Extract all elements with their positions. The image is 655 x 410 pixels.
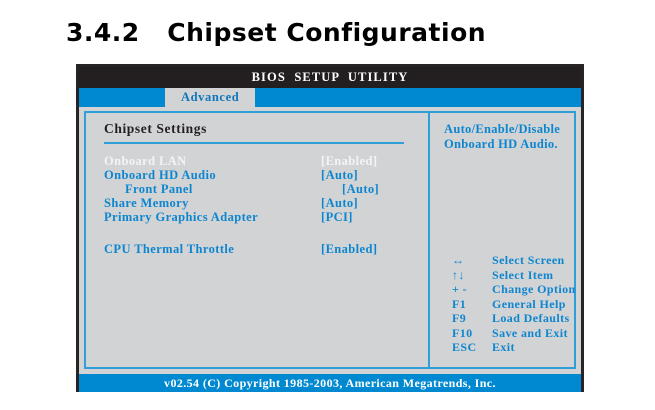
plus-minus-icon: + - (452, 282, 468, 296)
setting-value[interactable]: [PCI] (321, 210, 353, 224)
setting-value[interactable]: [Enabled] (321, 242, 378, 256)
settings-section-title: Chipset Settings (104, 121, 207, 136)
key-legend-label: Load Defaults (492, 311, 570, 325)
key-legend-row-exit: ESC Exit (452, 340, 576, 355)
setting-label: Primary Graphics Adapter (104, 210, 259, 224)
setting-value[interactable]: [Auto] (321, 168, 359, 182)
key-legend-row-general-help: F1 General Help (452, 297, 576, 312)
setting-row-primary-graphics-adapter[interactable]: Primary Graphics Adapter [PCI] (104, 210, 428, 224)
key-f9-label: F9 (452, 311, 467, 325)
setting-label: CPU Thermal Throttle (104, 242, 235, 256)
settings-list: Onboard LAN [Enabled] Onboard HD Audio [… (104, 154, 428, 256)
key-legend-row-select-item: ↑↓ Select Item (452, 268, 576, 283)
key-legend-row-select-screen: ↔ Select Screen (452, 253, 576, 268)
tab-bar-spacer (79, 88, 165, 107)
tab-advanced[interactable]: Advanced (165, 88, 256, 107)
help-text-line-1: Auto/Enable/Disable (444, 122, 561, 136)
page-title: 3.4.2 Chipset Configuration (66, 18, 487, 47)
key-legend-label: Exit (492, 340, 515, 354)
setting-row-share-memory[interactable]: Share Memory [Auto] (104, 196, 428, 210)
key-legend-label: Save and Exit (492, 325, 568, 340)
key-legend: ↔ Select Screen ↑↓ Select Item + - Chang… (452, 253, 576, 355)
bios-title-bar: BIOS SETUP UTILITY (79, 67, 581, 88)
setting-label: Share Memory (104, 196, 189, 210)
bios-setup-window: BIOS SETUP UTILITY Advanced Chipset Sett… (76, 64, 584, 392)
help-panel: Auto/Enable/Disable Onboard HD Audio. ↔ … (430, 113, 576, 367)
key-legend-label: Select Screen (492, 253, 565, 267)
setting-value[interactable]: [Auto] (342, 182, 380, 196)
key-f10-label: F10 (452, 325, 473, 340)
menu-tab-bar: Advanced (79, 88, 581, 107)
setting-label: Front Panel (125, 182, 193, 196)
setting-value[interactable]: [Enabled] (321, 154, 378, 168)
setting-row-cpu-thermal-throttle[interactable]: CPU Thermal Throttle [Enabled] (104, 242, 428, 256)
section-divider (104, 142, 404, 144)
bios-body: Chipset Settings Onboard LAN [Enabled] O… (79, 107, 581, 374)
key-legend-row-save-and-exit: F10 Save and Exit (452, 326, 576, 341)
bios-inner-frame: Chipset Settings Onboard LAN [Enabled] O… (84, 111, 576, 369)
key-legend-label: General Help (492, 296, 566, 311)
bios-footer-copyright: v02.54 (C) Copyright 1985-2003, American… (79, 374, 581, 392)
key-legend-row-change-option: + - Change Option (452, 282, 576, 297)
help-text-line-2: Onboard HD Audio. (444, 137, 558, 151)
key-legend-label: Change Option (492, 282, 576, 296)
key-legend-label: Select Item (492, 267, 554, 282)
key-esc-label: ESC (452, 340, 477, 354)
up-down-arrow-icon: ↑↓ (452, 267, 465, 282)
setting-label: Onboard HD Audio (104, 168, 216, 182)
setting-row-front-panel[interactable]: Front Panel [Auto] (104, 182, 428, 196)
panel-divider (428, 113, 430, 367)
setting-label: Onboard LAN (104, 154, 187, 168)
key-f1-label: F1 (452, 296, 467, 311)
setting-row-onboard-lan[interactable]: Onboard LAN [Enabled] (104, 154, 428, 168)
setting-value[interactable]: [Auto] (321, 196, 359, 210)
key-legend-row-load-defaults: F9 Load Defaults (452, 311, 576, 326)
setting-row-onboard-hd-audio[interactable]: Onboard HD Audio [Auto] (104, 168, 428, 182)
settings-panel: Chipset Settings Onboard LAN [Enabled] O… (86, 113, 428, 367)
left-right-arrow-icon: ↔ (452, 253, 465, 267)
